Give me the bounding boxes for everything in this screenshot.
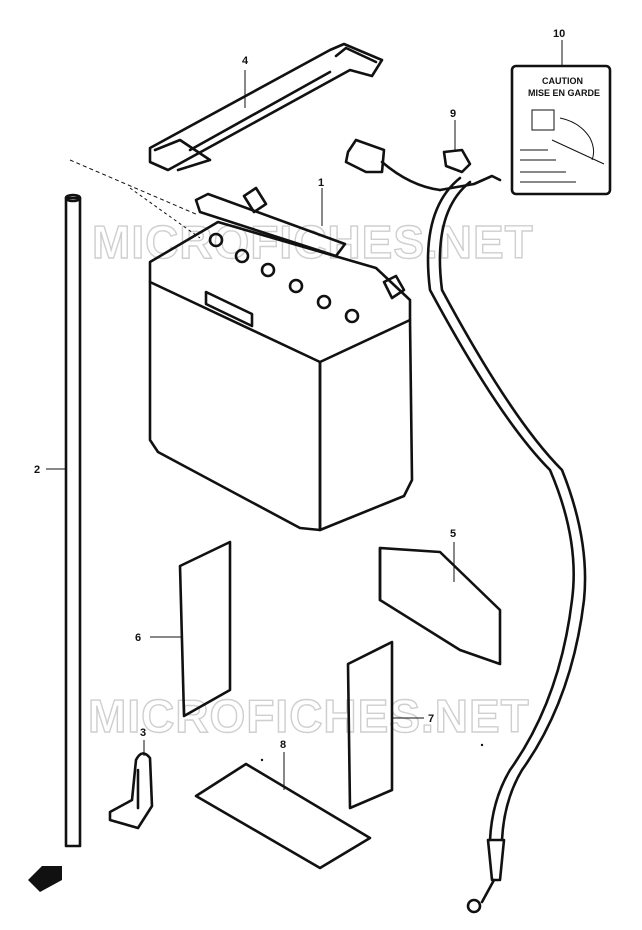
watermark-top: MICROFICHES.NET xyxy=(92,216,534,268)
alignment-line-top xyxy=(69,159,199,216)
battery-cable[interactable] xyxy=(344,138,587,914)
callout-4: 4 xyxy=(242,55,249,67)
pad-8[interactable] xyxy=(194,762,372,870)
callout-1: 1 xyxy=(318,177,324,189)
pad-7[interactable] xyxy=(346,640,394,810)
caution-title: CAUTION xyxy=(542,76,583,86)
caution-subtitle: MISE EN GARDE xyxy=(528,88,600,98)
speck xyxy=(260,758,264,762)
alignment-line-mid xyxy=(129,187,201,239)
callout-8: 8 xyxy=(280,739,286,751)
callout-3: 3 xyxy=(140,727,146,739)
callout-5: 5 xyxy=(450,528,456,540)
battery-band[interactable] xyxy=(148,42,384,172)
watermark-bottom: MICROFICHES.NET xyxy=(88,690,530,742)
callout-2: 2 xyxy=(34,464,40,476)
hose-clamp[interactable] xyxy=(108,752,154,830)
front-arrow-icon xyxy=(28,866,62,892)
caution-label[interactable]: CAUTION MISE EN GARDE xyxy=(510,64,612,196)
pad-5[interactable] xyxy=(378,546,502,666)
callout-10: 10 xyxy=(553,28,565,40)
callout-6: 6 xyxy=(135,632,141,644)
callout-9: 9 xyxy=(450,108,456,120)
battery[interactable] xyxy=(148,186,414,532)
breather-hose[interactable] xyxy=(64,193,82,848)
pad-6[interactable] xyxy=(178,540,232,718)
speck xyxy=(480,743,484,747)
callout-7: 7 xyxy=(428,713,434,725)
